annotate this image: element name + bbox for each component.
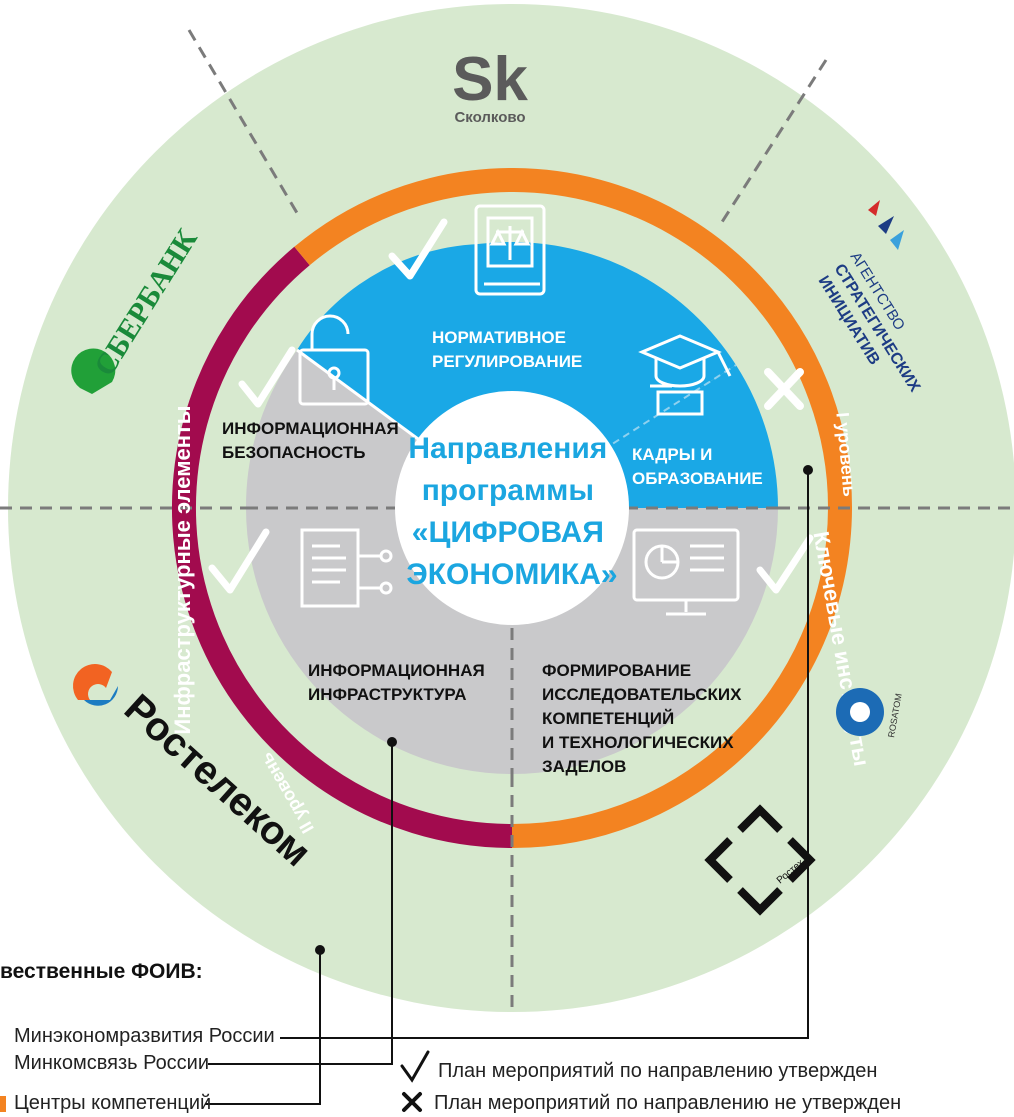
document-network-icon (300, 528, 393, 608)
center-title: Направления программы «ЦИФРОВАЯ ЭКОНОМИК… (406, 432, 617, 591)
cross-icon (764, 368, 804, 410)
check-icon (388, 218, 448, 280)
foiv-item-minkomsvyaz: Минкомсвязь России (14, 1052, 210, 1074)
legend-not-approved: План мероприятий по направлению не утвер… (434, 1092, 902, 1114)
sector-infrastructure-label: ИНФОРМАЦИОННАЯ ИНФРАСТРУКТУРА (308, 661, 489, 704)
center-line-4: ЭКОНОМИКА» (406, 558, 617, 591)
svg-text:Sk: Sk (452, 45, 528, 114)
sector-education-label: КАДРЫ И ОБРАЗОВАНИЕ (632, 445, 763, 488)
foiv-item-marker (0, 1096, 6, 1112)
check-icon (208, 528, 270, 594)
sector-research-label: ФОРМИРОВАНИЕ ИССЛЕДОВАТЕЛЬСКИХ КОМПЕТЕНЦ… (542, 661, 746, 776)
sector-regulation-fill (297, 241, 736, 508)
law-book-icon (474, 204, 546, 296)
divider-line (511, 364, 737, 509)
check-icon (756, 534, 814, 594)
dashed-spoke (187, 29, 302, 219)
monitor-chart-icon (632, 528, 740, 616)
center-line-3: «ЦИФРОВАЯ (412, 516, 604, 549)
sector-regulation-label: НОРМАТИВНОЕ РЕГУЛИРОВАНИЕ (432, 328, 582, 371)
connector-line (208, 742, 393, 1065)
ring-key-institutes (294, 168, 852, 848)
dashed-spoke (720, 59, 828, 223)
ring-left-label: Инфраструктурные элементы (170, 405, 195, 734)
center-line-2: программы (422, 474, 594, 507)
connector-line (280, 470, 809, 1039)
rosatom-logo: ROSATOM (836, 688, 904, 738)
skolkovo-logo: Sk Сколково (452, 45, 528, 126)
center-line-1: Направления (408, 432, 607, 465)
legend-check-icon (400, 1050, 430, 1083)
foiv-item-mineconom: Минэкономразвития России (14, 1025, 275, 1047)
legend-approved: План мероприятий по направлению утвержде… (438, 1060, 878, 1082)
sector-security-label: ИНФОРМАЦИОННАЯ БЕЗОПАСНОСТЬ (222, 419, 403, 462)
foiv-item-competence-centers: Центры компетенций (14, 1092, 212, 1114)
legend-cross-icon (402, 1092, 422, 1112)
foiv-heading: вественные ФОИВ: (0, 960, 203, 983)
graduation-icon (638, 334, 732, 416)
connector-line (205, 950, 321, 1105)
check-icon (238, 346, 296, 408)
svg-text:Сколково: Сколково (454, 109, 525, 126)
lock-icon (298, 314, 370, 406)
center-circle (395, 391, 629, 625)
